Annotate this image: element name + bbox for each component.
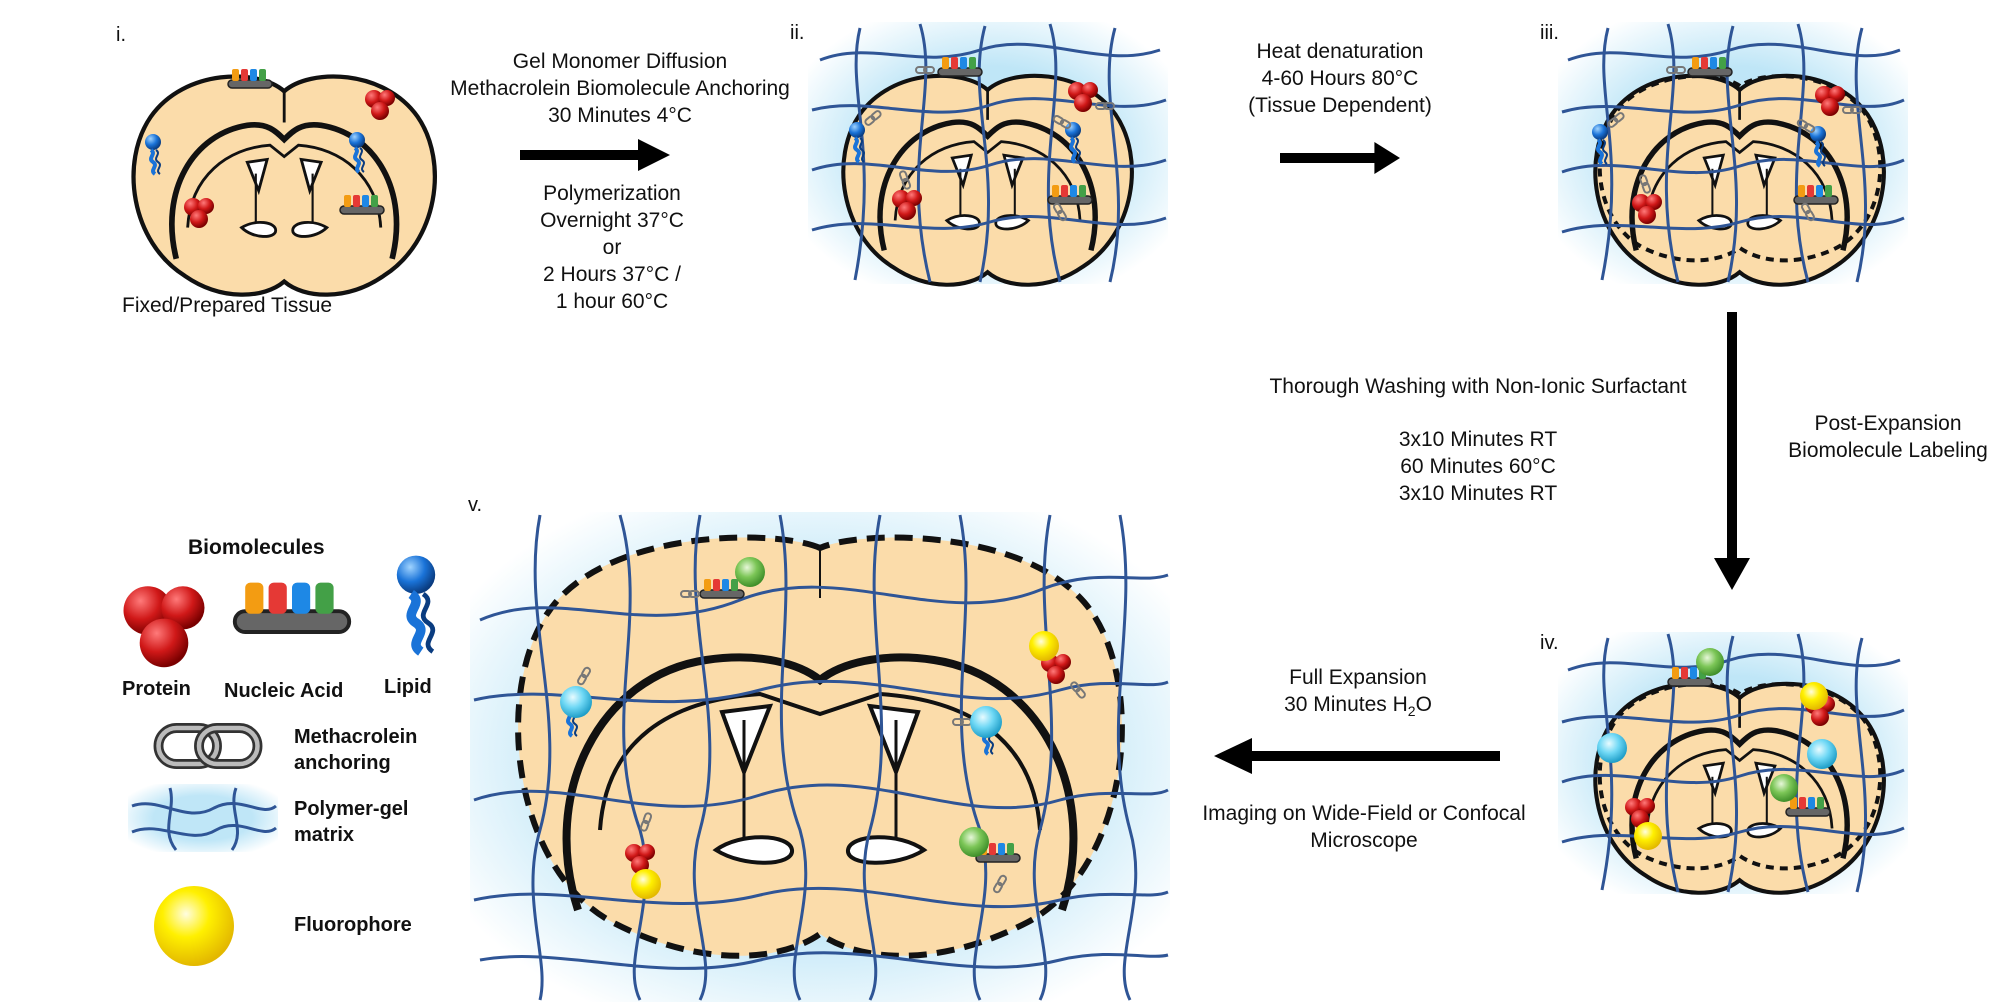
legend-title: Biomolecules — [188, 536, 325, 559]
legend-matrix-icon — [128, 784, 278, 852]
step1-bottom-text: Polymerization Overnight 37°C or 2 Hours… — [540, 182, 684, 313]
legend-lipid-icon — [397, 556, 435, 652]
arrow-step2 — [1280, 142, 1400, 174]
legend-protein-label: Protein — [122, 678, 191, 700]
panel-v-expanded — [470, 512, 1170, 1002]
legend-matrix-label: Polymer-gel matrix — [294, 798, 409, 846]
legend-nucleic-acid-label: Nucleic Acid — [224, 680, 344, 702]
panel-i-caption: Fixed/Prepared Tissue — [122, 294, 333, 317]
nucleic-acid-icon — [339, 194, 385, 215]
step2-text: Heat denaturation 4-60 Hours 80°C (Tissu… — [1248, 40, 1432, 117]
panel-i-tissue — [134, 68, 435, 295]
legend-chain-icon — [153, 723, 263, 769]
panel-iv-labeled — [1558, 632, 1908, 894]
panel-label-iv: iv. — [1540, 632, 1559, 654]
panel-label-iii: iii. — [1540, 22, 1559, 44]
legend-fluorophore-icon — [154, 886, 234, 966]
legend-anchoring-label: Methacrolein anchoring — [294, 726, 418, 774]
arrow-step4 — [1214, 738, 1500, 774]
legend — [123, 556, 436, 966]
arrow-step1 — [520, 139, 670, 171]
arrow-step3 — [1714, 312, 1750, 590]
nucleic-acid-icon — [227, 68, 273, 89]
panel-label-i: i. — [116, 24, 126, 46]
step4-bottom-text: Imaging on Wide-Field or Confocal Micros… — [1202, 802, 1526, 852]
step3-side-text: Post-Expansion Biomolecule Labeling — [1788, 412, 1988, 462]
step4-top-text: Full Expansion 30 Minutes H2O — [1284, 666, 1432, 720]
legend-lipid-label: Lipid — [384, 676, 432, 698]
legend-protein-icon — [123, 586, 205, 668]
step1-top-text: Gel Monomer Diffusion Methacrolein Biomo… — [450, 50, 790, 127]
legend-nucleic-acid-icon — [232, 580, 352, 634]
panel-label-ii: ii. — [790, 22, 805, 44]
panel-ii-gel-embedded — [808, 22, 1168, 285]
step3-times: 3x10 Minutes RT 60 Minutes 60°C 3x10 Min… — [1398, 428, 1558, 505]
panel-iii-denatured — [1558, 22, 1908, 285]
step3-title: Thorough Washing with Non-Ionic Surfacta… — [1269, 375, 1687, 398]
legend-fluorophore-label: Fluorophore — [294, 914, 412, 936]
panel-label-v: v. — [468, 494, 483, 516]
